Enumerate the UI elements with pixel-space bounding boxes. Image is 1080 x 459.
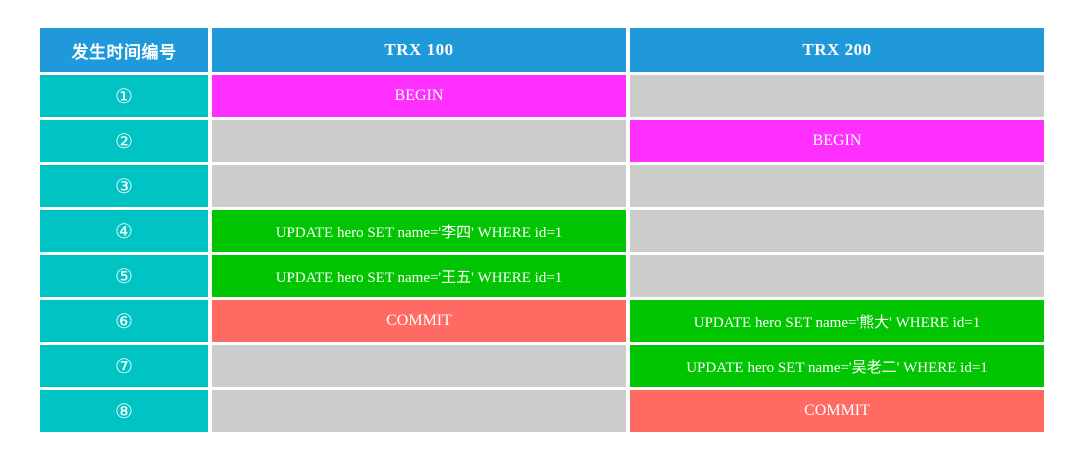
- trx100-cell: UPDATE hero SET name='王五' WHERE id=1: [212, 255, 626, 297]
- sequence-cell: ⑦: [40, 345, 208, 387]
- sequence-cell: ⑧: [40, 390, 208, 432]
- sequence-cell: ⑥: [40, 300, 208, 342]
- trx200-cell: [630, 165, 1044, 207]
- trx100-cell: BEGIN: [212, 75, 626, 117]
- trx200-cell: [630, 75, 1044, 117]
- header-cell-trx100: TRX 100: [212, 28, 626, 72]
- sequence-cell: ④: [40, 210, 208, 252]
- trx200-cell: BEGIN: [630, 120, 1044, 162]
- trx200-cell: COMMIT: [630, 390, 1044, 432]
- sequence-cell: ⑤: [40, 255, 208, 297]
- trx200-cell: UPDATE hero SET name='熊大' WHERE id=1: [630, 300, 1044, 342]
- trx100-cell: [212, 165, 626, 207]
- trx100-cell: [212, 345, 626, 387]
- header-cell-sequence: 发生时间编号: [40, 28, 208, 72]
- sequence-cell: ①: [40, 75, 208, 117]
- sequence-cell: ③: [40, 165, 208, 207]
- trx200-cell: [630, 210, 1044, 252]
- trx100-cell: [212, 390, 626, 432]
- trx100-cell: [212, 120, 626, 162]
- trx100-cell: COMMIT: [212, 300, 626, 342]
- trx100-cell: UPDATE hero SET name='李四' WHERE id=1: [212, 210, 626, 252]
- sequence-cell: ②: [40, 120, 208, 162]
- trx200-cell: [630, 255, 1044, 297]
- trx200-cell: UPDATE hero SET name='吴老二' WHERE id=1: [630, 345, 1044, 387]
- header-cell-trx200: TRX 200: [630, 28, 1044, 72]
- transaction-timeline-table: 发生时间编号 TRX 100 TRX 200 ① BEGIN ② BEGIN ③…: [40, 28, 1044, 432]
